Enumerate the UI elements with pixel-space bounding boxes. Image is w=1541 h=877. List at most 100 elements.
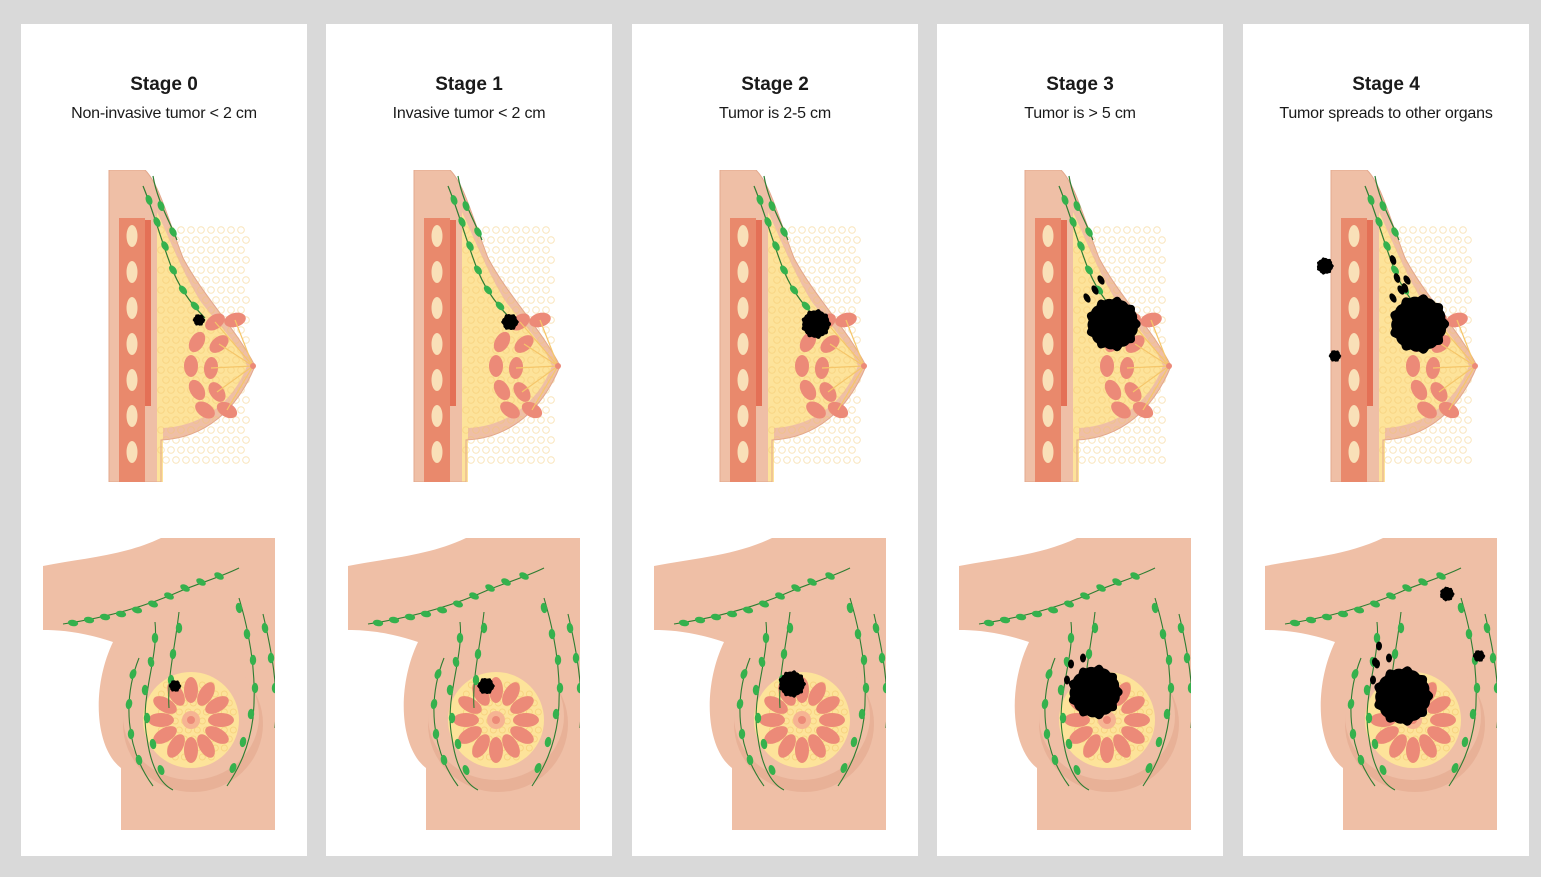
- fat-cell: [167, 346, 175, 354]
- fat-cell: [162, 356, 170, 364]
- fat-cell: [202, 296, 210, 304]
- fat-cell: [778, 306, 786, 314]
- fat-cell: [843, 236, 851, 244]
- fat-cell: [162, 416, 170, 424]
- fat-cell: [492, 286, 500, 294]
- nipple: [861, 363, 867, 369]
- tumor-lobe: [820, 315, 830, 325]
- fat-cell: [1073, 386, 1081, 394]
- fat-cell: [477, 396, 485, 404]
- fat-cell: [242, 456, 250, 464]
- lymph-node: [1065, 738, 1073, 750]
- rib: [737, 369, 749, 391]
- fat-cell: [522, 446, 530, 454]
- fat-cell: [212, 296, 220, 304]
- lobule: [816, 696, 840, 714]
- fat-cell: [1444, 456, 1452, 464]
- fat-cell: [472, 446, 480, 454]
- fat-cell: [1394, 376, 1402, 384]
- rib: [431, 297, 443, 319]
- fat-cell: [217, 226, 225, 234]
- lymph-node: [860, 654, 868, 666]
- lobule: [816, 726, 840, 744]
- lobule: [778, 734, 796, 758]
- fat-cell: [157, 266, 165, 274]
- fat-cell: [778, 386, 786, 394]
- nipple: [798, 716, 806, 724]
- tumor-lobe: [511, 315, 517, 321]
- fat-cell: [768, 246, 776, 254]
- fat-cell: [172, 436, 180, 444]
- fat-cell: [1148, 296, 1156, 304]
- duct: [1440, 343, 1476, 367]
- fat-cell: [1088, 356, 1096, 364]
- fat-cell: [1439, 266, 1447, 274]
- lymph-node: [1041, 698, 1049, 710]
- affected-lymph-node: [1376, 641, 1382, 651]
- fat-cell: [1389, 346, 1397, 354]
- rib: [1042, 225, 1054, 247]
- lymph-node: [1085, 227, 1093, 237]
- lymph-node: [440, 754, 448, 766]
- fat-cell: [527, 276, 535, 284]
- fat-cell: [1083, 286, 1091, 294]
- rib: [1348, 261, 1360, 283]
- fat-cell: [1093, 226, 1101, 234]
- fat-cell: [1419, 226, 1427, 234]
- lymph-node: [271, 682, 275, 694]
- metastasis-lobe: [1442, 595, 1447, 601]
- fat-cell: [172, 376, 180, 384]
- stage-panel-4: Stage 4 Tumor spreads to other organs: [1243, 24, 1529, 856]
- fat-cell: [487, 376, 495, 384]
- fat-cell: [1384, 416, 1392, 424]
- fat-cell: [1379, 426, 1387, 434]
- breast-front-view: [1265, 538, 1497, 830]
- fat-cell: [1148, 236, 1156, 244]
- fat-cell: [1394, 416, 1402, 424]
- fat-cell: [467, 376, 475, 384]
- lobule: [1100, 355, 1114, 377]
- fat-cell: [542, 406, 550, 414]
- lymph-node: [115, 610, 127, 618]
- fat-cell: [1128, 256, 1136, 264]
- lymph-node: [710, 613, 722, 621]
- fat-cell: [1118, 436, 1126, 444]
- fat-cell: [833, 436, 841, 444]
- fat-cell: [1394, 396, 1402, 404]
- fat-cell: [1123, 226, 1131, 234]
- fat-cell: [522, 426, 530, 434]
- fat-cell: [492, 326, 500, 334]
- fat-cell: [1108, 276, 1116, 284]
- fat-cell: [783, 336, 791, 344]
- lobule: [458, 696, 482, 714]
- fat-cell: [177, 426, 185, 434]
- lobule: [188, 379, 206, 401]
- stage-subtitle: Invasive tumor < 2 cm: [392, 105, 546, 122]
- lymph-node: [1349, 728, 1357, 740]
- fat-cell: [207, 246, 215, 254]
- fat-cell: [1384, 456, 1392, 464]
- fat-cell: [187, 266, 195, 274]
- fat-cell: [212, 276, 220, 284]
- fat-cell: [1123, 446, 1131, 454]
- lymph-node: [1321, 613, 1333, 621]
- fat-cell: [1088, 416, 1096, 424]
- fat-cell: [1449, 246, 1457, 254]
- lymph-node: [469, 592, 479, 600]
- metastasis-lobe: [1318, 259, 1324, 265]
- fat-cell: [1399, 386, 1407, 394]
- fat-cell: [197, 266, 205, 274]
- lymph-node: [1391, 265, 1399, 275]
- lymph-node: [452, 656, 460, 668]
- fat-cell: [1444, 236, 1452, 244]
- rib: [1042, 333, 1054, 355]
- fat-cell: [547, 396, 555, 404]
- fat-cell: [1109, 726, 1117, 734]
- fat-cell: [1143, 266, 1151, 274]
- lobule: [1389, 734, 1407, 758]
- lymph-node: [141, 684, 149, 696]
- fat-cell: [472, 406, 480, 414]
- lymph-node: [1080, 592, 1090, 600]
- fat-cell: [823, 236, 831, 244]
- lymph-node: [1289, 619, 1301, 627]
